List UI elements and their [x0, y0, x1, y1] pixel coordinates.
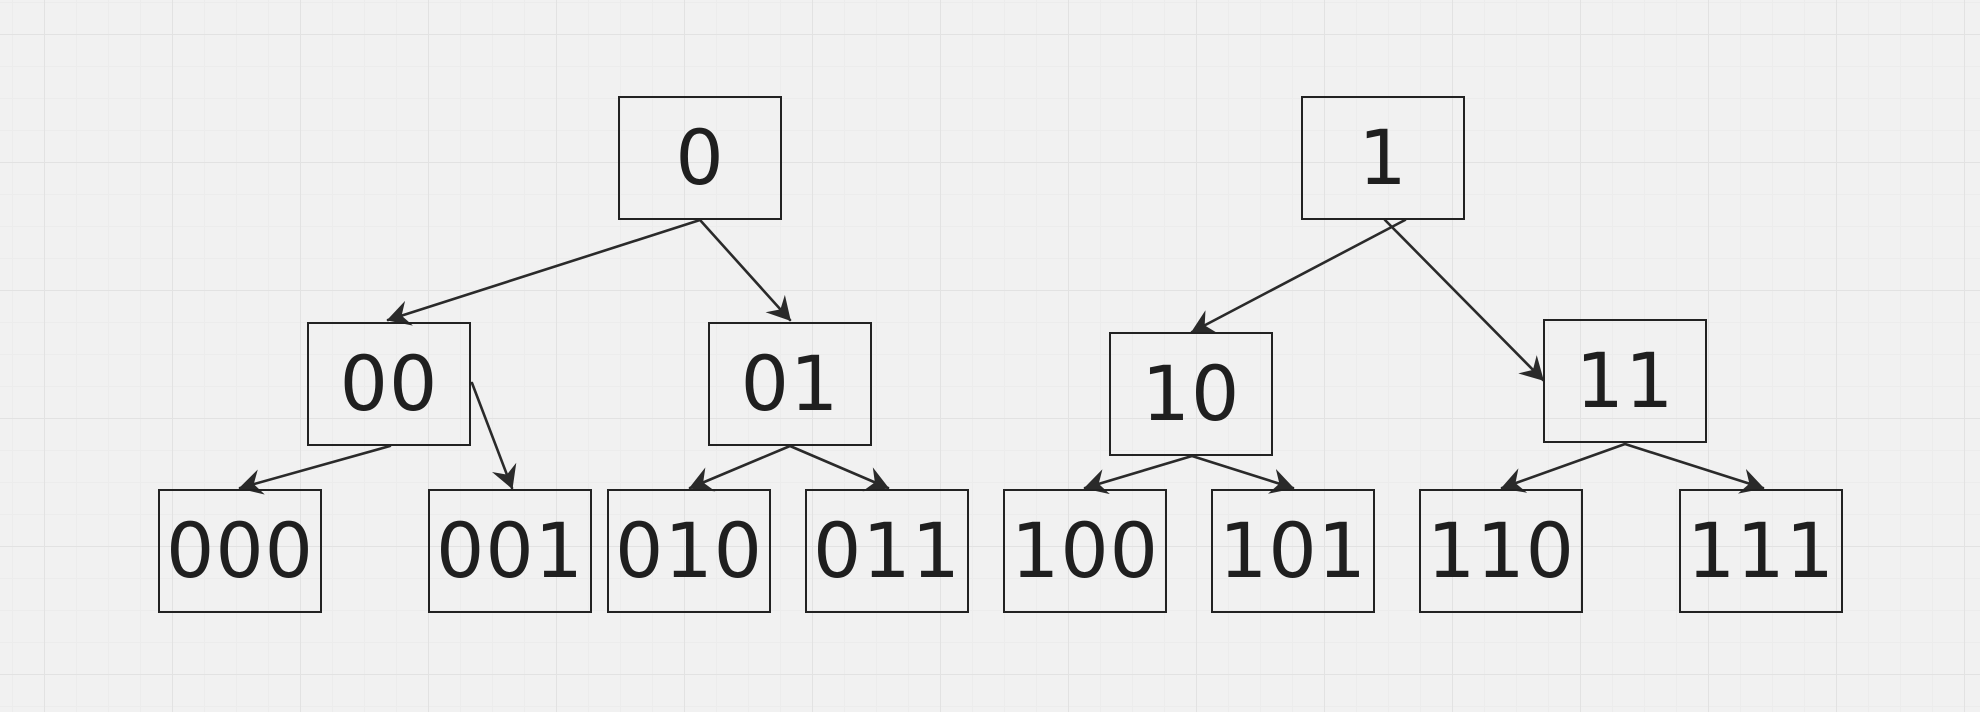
edge-01-to-010	[688, 444, 792, 492]
edge-11-to-111	[1623, 442, 1765, 494]
node-001[interactable]: 001	[428, 489, 592, 613]
node-10-label: 10	[1141, 349, 1241, 438]
node-110[interactable]: 110	[1419, 489, 1583, 613]
edge-01-to-011	[788, 444, 890, 492]
edge-10-to-100	[1083, 454, 1194, 495]
edge-00-to-000	[238, 444, 392, 495]
node-01-label: 01	[740, 339, 840, 428]
edge-0-to-00	[386, 218, 702, 326]
edge-1-to-10	[1190, 218, 1407, 334]
node-010[interactable]: 010	[607, 489, 771, 613]
node-101[interactable]: 101	[1211, 489, 1375, 613]
node-0[interactable]: 0	[618, 96, 782, 220]
node-111-label: 111	[1686, 506, 1836, 595]
node-00[interactable]: 00	[307, 322, 471, 446]
node-111[interactable]: 111	[1679, 489, 1843, 613]
node-000[interactable]: 000	[158, 489, 322, 613]
node-1[interactable]: 1	[1301, 96, 1465, 220]
node-11[interactable]: 11	[1543, 319, 1707, 443]
node-00-label: 00	[339, 339, 439, 428]
node-101-label: 101	[1218, 506, 1368, 595]
node-110-label: 110	[1426, 506, 1576, 595]
node-0-label: 0	[675, 113, 725, 202]
node-001-label: 001	[435, 506, 585, 595]
edge-10-to-101	[1190, 454, 1295, 494]
node-11-label: 11	[1575, 336, 1675, 425]
node-01[interactable]: 01	[708, 322, 872, 446]
edge-0-to-01	[698, 218, 792, 322]
node-000-label: 000	[165, 506, 315, 595]
node-100-label: 100	[1010, 506, 1160, 595]
node-100[interactable]: 100	[1003, 489, 1167, 613]
node-011-label: 011	[812, 506, 962, 595]
edge-00-to-001	[470, 381, 517, 490]
node-011[interactable]: 011	[805, 489, 969, 613]
edge-1-to-11	[1383, 218, 1545, 382]
node-010-label: 010	[614, 506, 764, 595]
node-1-label: 1	[1358, 113, 1408, 202]
node-10[interactable]: 10	[1109, 332, 1273, 456]
edge-11-to-110	[1500, 442, 1627, 493]
